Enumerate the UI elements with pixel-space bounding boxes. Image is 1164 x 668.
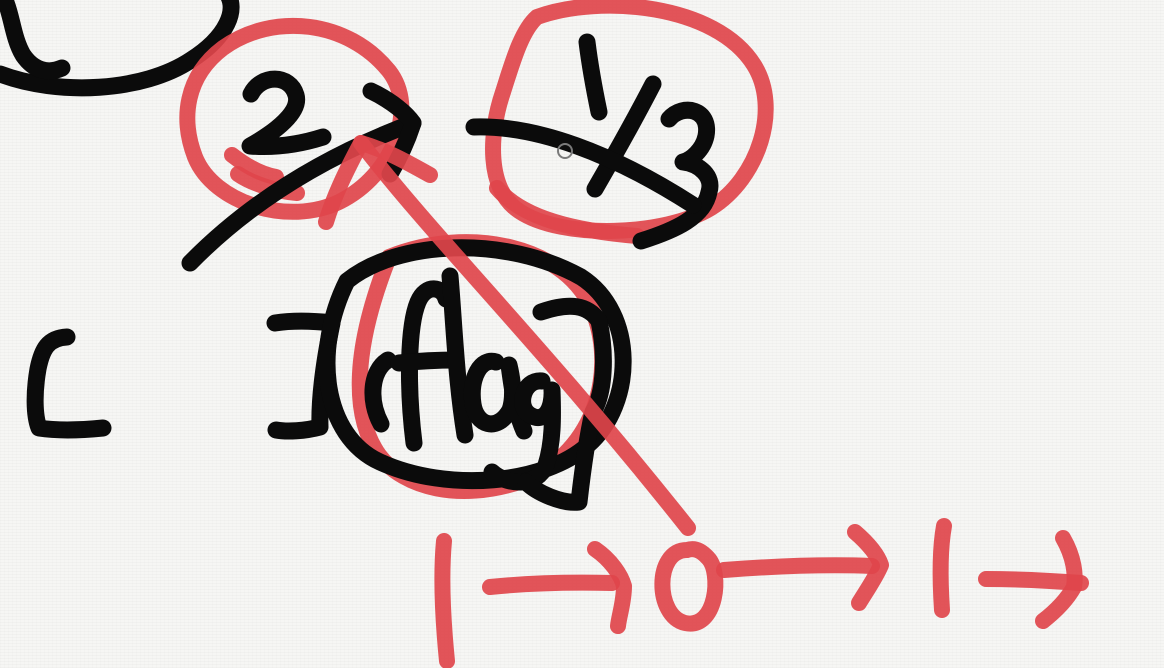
red-arrow-head-final <box>1035 530 1083 629</box>
red-arrow-head-one-to-zero <box>587 541 632 634</box>
black-crossout-one-third <box>465 118 702 214</box>
black-digit-three <box>632 101 719 250</box>
red-diagonal-line <box>353 135 696 536</box>
red-inner-arc-one-third <box>489 180 645 244</box>
circle-cursor-icon <box>557 143 573 159</box>
black-letter-f-bar <box>390 351 465 372</box>
black-bracket-left-flag <box>364 351 397 433</box>
black-digit-one <box>578 33 608 121</box>
black-arrow-through-two <box>181 114 422 272</box>
red-curve-left-of-two <box>224 147 284 185</box>
black-letter-a <box>463 352 533 440</box>
red-digit-zero <box>654 541 724 632</box>
black-left-bracket <box>26 328 112 439</box>
red-arrow-zero-to-one <box>716 557 880 578</box>
red-digit-one-bottom-left <box>434 533 455 668</box>
partial-black-circle-top-left <box>0 0 240 97</box>
black-letter-f <box>400 280 455 452</box>
partial-black-scribble-top-left <box>0 0 71 80</box>
red-arrow-one-to-zero <box>482 574 620 595</box>
red-circle-around-two <box>179 17 410 220</box>
black-letter-l <box>441 267 474 444</box>
black-fraction-slash <box>586 75 662 198</box>
red-arrow-head-zero-to-one <box>847 524 889 611</box>
red-arrow-head-diagonal <box>318 135 438 230</box>
red-digit-one-bottom-right <box>932 518 952 618</box>
black-digit-two <box>241 70 332 155</box>
